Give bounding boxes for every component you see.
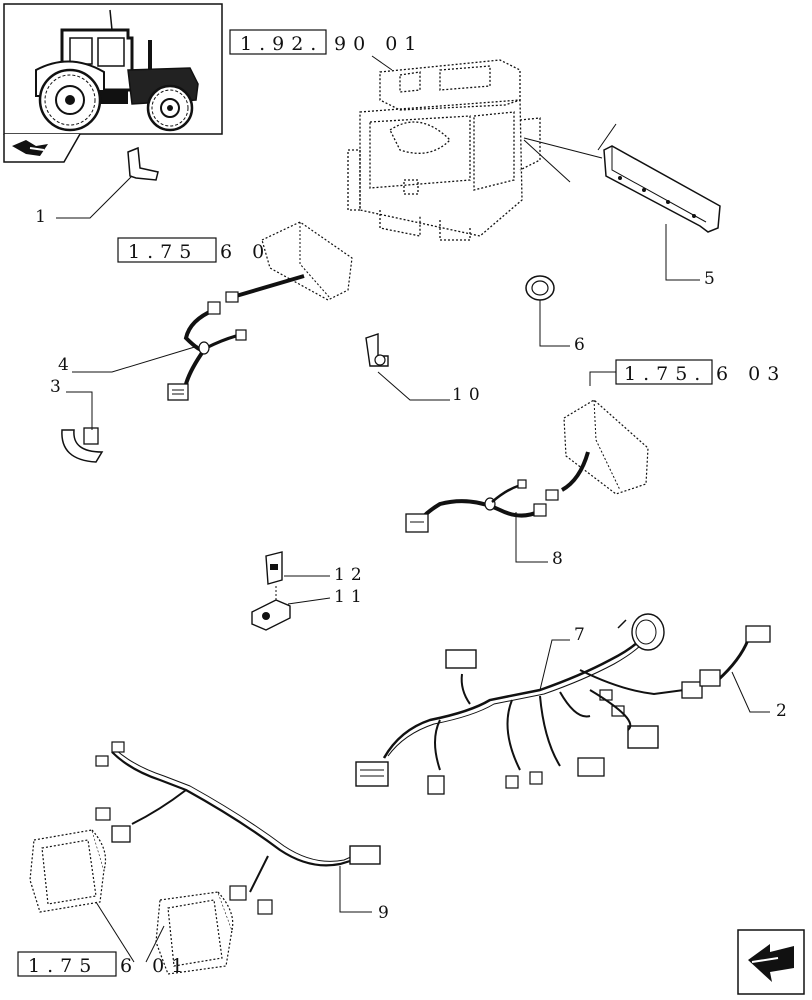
reference-right-light-boxed: 1.75.	[624, 363, 707, 385]
part-6-grommet	[525, 275, 570, 347]
callout-4: 4	[58, 355, 75, 375]
callout-8: 8	[552, 549, 569, 569]
part-3-clip	[61, 391, 104, 463]
part-11-bracket	[251, 597, 331, 631]
part-5-rail	[603, 145, 721, 281]
callout-10: 10	[452, 385, 486, 405]
reference-right-light-rest: 6 03	[716, 363, 786, 385]
reference-left-light-boxed: 1.75	[128, 241, 198, 263]
reference-cab-boxed: 1.92.	[240, 33, 323, 55]
part-8-harness	[405, 451, 590, 563]
part-10-clip	[365, 333, 450, 401]
callout-1: 1	[35, 207, 52, 227]
reference-right-light: 1.75. 6 03	[563, 359, 786, 495]
previous-page-arrow-icon[interactable]	[3, 133, 81, 163]
next-page-arrow-icon[interactable]	[737, 929, 805, 995]
reference-front-lights: 1.75 6 01	[17, 901, 190, 977]
part-2-harness	[699, 625, 771, 713]
callout-5: 5	[704, 269, 721, 289]
part-4-harness	[72, 274, 305, 401]
part-7-main-harness	[355, 613, 703, 795]
front-lamp-right	[155, 891, 234, 975]
part-12-connector	[265, 551, 330, 600]
reference-front-lights-rest: 6 01	[120, 955, 190, 977]
cab-outline	[347, 59, 541, 241]
callout-2: 2	[776, 701, 793, 721]
reference-left-light: 1.75 6 03	[117, 221, 353, 301]
reference-cab-rest: 90 01	[334, 33, 423, 55]
reference-front-lights-boxed: 1.75	[28, 955, 98, 977]
part-1-bracket	[56, 146, 159, 219]
callout-6: 6	[574, 335, 591, 355]
callout-3: 3	[50, 377, 67, 397]
callout-12: 12	[334, 565, 368, 585]
reference-cab: 1.92. 90 01	[229, 29, 423, 71]
callout-11: 11	[334, 587, 368, 607]
callout-7: 7	[574, 625, 591, 645]
tractor-thumbnail-icon[interactable]	[3, 3, 223, 135]
part-9-harness	[95, 741, 381, 915]
callout-9: 9	[378, 903, 395, 923]
front-lamp-left	[29, 829, 107, 913]
